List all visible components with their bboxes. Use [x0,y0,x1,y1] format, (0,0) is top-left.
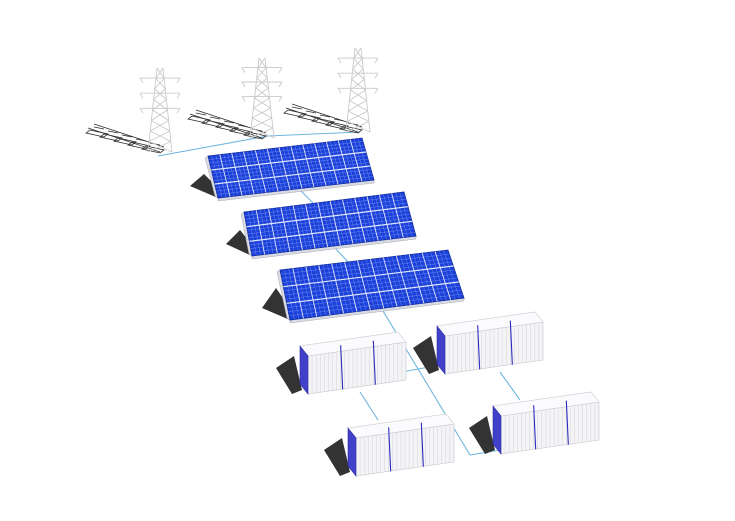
storage-shadow [276,356,302,394]
cable-grid-line [157,131,361,157]
storage-shadow [413,336,439,374]
cable-storage-2-branch [499,371,521,401]
cable-storage-3-branch [359,391,379,421]
storage-ribs [359,424,451,476]
storage-module-divider [420,422,424,467]
pylon-shadow [283,103,363,134]
pylon-1 [85,67,181,154]
pylon-tower [337,47,379,133]
pylon-tower [241,57,283,139]
storage-4 [469,391,600,455]
storage-module-divider [509,320,513,365]
pylon-shadow [187,109,267,140]
storage-shadow [324,438,350,476]
cable-array-2-to-3 [334,247,351,265]
cable-array-3-to-storage [379,305,471,456]
array-cell-grid [208,138,374,198]
storage-ribs [504,402,596,454]
solar-arrays [190,137,465,324]
storage-end-panel [492,405,502,455]
storage-module-divider [477,325,481,370]
storage-1 [276,331,407,395]
storage-2 [413,311,544,375]
cable-network [157,131,521,456]
storage-ribs [311,342,403,394]
pylon-shadow [85,123,165,154]
storage-module-divider [388,427,392,472]
pylon-2 [187,57,283,140]
storage-ribs [448,322,540,374]
transmission-pylons [85,47,379,154]
pylon-3 [283,47,379,134]
array-2 [226,191,417,260]
array-1 [190,137,375,202]
storage-3 [324,413,455,477]
storage-module-divider [340,345,344,390]
storage-shadow [469,416,495,454]
array-cell-grid [244,192,416,256]
pylon-tower [139,67,181,153]
storage-end-panel [299,345,309,395]
storage-module-divider [533,405,537,450]
storage-module-divider [565,400,569,445]
array-cell-grid [280,250,463,320]
battery-storage-units [276,311,600,477]
storage-module-divider [372,340,376,385]
storage-end-panel [436,325,446,375]
storage-end-panel [347,427,357,477]
array-3 [262,249,465,324]
